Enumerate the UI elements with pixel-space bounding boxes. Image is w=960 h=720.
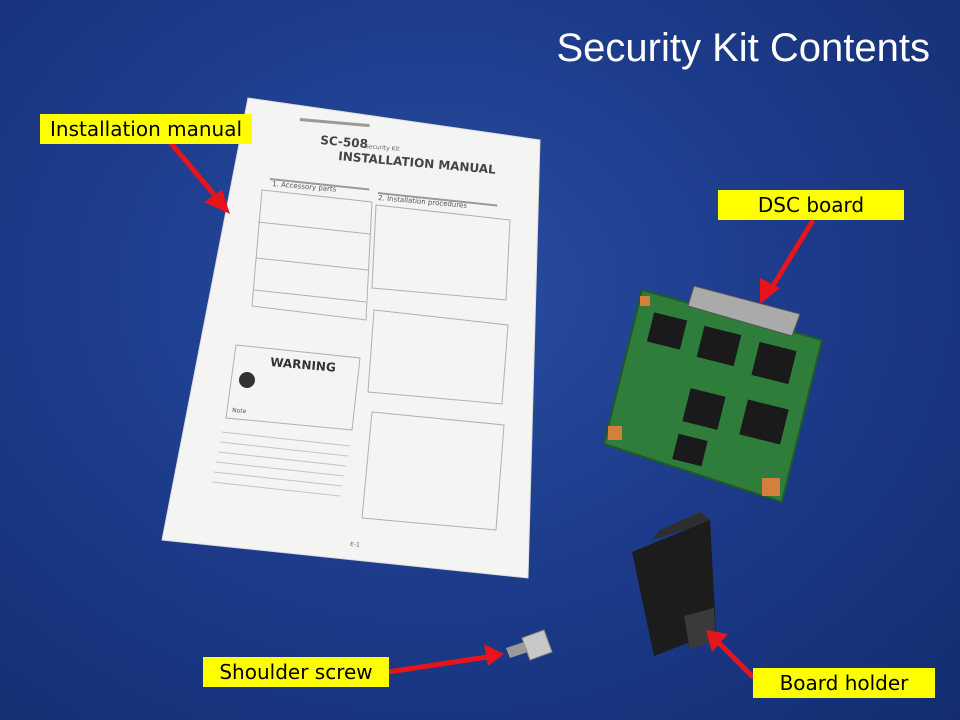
manual-warning: WARNING: [270, 355, 337, 375]
arrowheads: [204, 190, 780, 666]
shoulder-screw: [506, 629, 553, 661]
manual-model: SC-508: [320, 133, 369, 151]
arrow-installation-manual: [167, 139, 225, 207]
manual-note: Note: [232, 407, 247, 415]
label-shoulder-screw: Shoulder screw: [203, 657, 389, 687]
label-dsc-board: DSC board: [718, 190, 904, 220]
arrows: [167, 139, 815, 679]
arrow-shoulder-screw: [385, 653, 497, 675]
arrow-dsc-board: [765, 219, 815, 297]
dsc-board: [602, 285, 824, 504]
arrow-board-holder: [711, 635, 755, 679]
label-installation-manual: Installation manual: [40, 114, 253, 144]
label-board-holder: Board holder: [753, 668, 935, 698]
slide-title: Security Kit Contents: [556, 26, 931, 70]
manual-model-sub: Security Kit: [365, 143, 401, 153]
manual-page-number: E-1: [350, 541, 361, 549]
board-holder: [632, 512, 716, 656]
installation-manual-sheet: SC-508 Security Kit INSTALLATION MANUAL …: [161, 97, 541, 579]
